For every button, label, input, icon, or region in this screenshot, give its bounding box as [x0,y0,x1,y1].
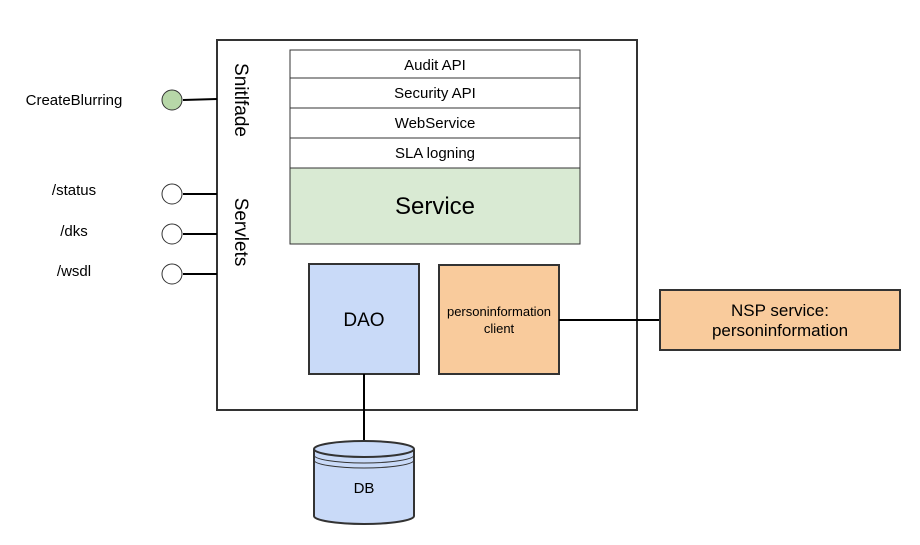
endpoint-circle-createblurring [161,89,183,111]
db-cylinder-ring-1 [313,454,415,464]
stack-label-sla-logning: SLA logning [395,145,475,162]
client-label-line1: personinformation [447,304,551,319]
dao-label: DAO [343,310,384,331]
endpoint-circle-status [161,183,183,205]
endpoint-connector-createblurring [182,98,218,101]
client-label-line2: client [484,321,515,336]
service-box [289,167,581,245]
stack-layer-security-api [289,77,581,109]
endpoint-label-status: /status [52,182,96,199]
stack-label-webservice: WebService [395,115,476,132]
servlets-side-label: Servlets [230,198,251,267]
db-cylinder-ring-2 [313,459,415,469]
interface-side-label: Snitlfade [230,63,251,137]
stack-label-audit-api: Audit API [404,57,466,74]
endpoint-circle-wsdl [161,263,183,285]
endpoint-label-wsdl: /wsdl [57,263,91,280]
nsp-label-line1: NSP service: [731,301,829,320]
nsp-label-line2: personinformation [712,321,848,340]
db-cylinder [313,440,415,525]
personinformation-client-box [438,264,560,375]
endpoint-circle-dks [161,223,183,245]
db-label: DB [354,480,375,497]
endpoint-label-createblurring: CreateBlurring [26,92,123,109]
service-label: Service [395,193,475,220]
dao-box [308,263,420,375]
nsp-service-box [659,289,901,351]
stack-layer-audit-api [289,49,581,79]
endpoint-label-dks: /dks [60,223,88,240]
stack-label-security-api: Security API [394,85,476,102]
db-cylinder-body [313,449,415,525]
db-cylinder-top [313,440,415,458]
